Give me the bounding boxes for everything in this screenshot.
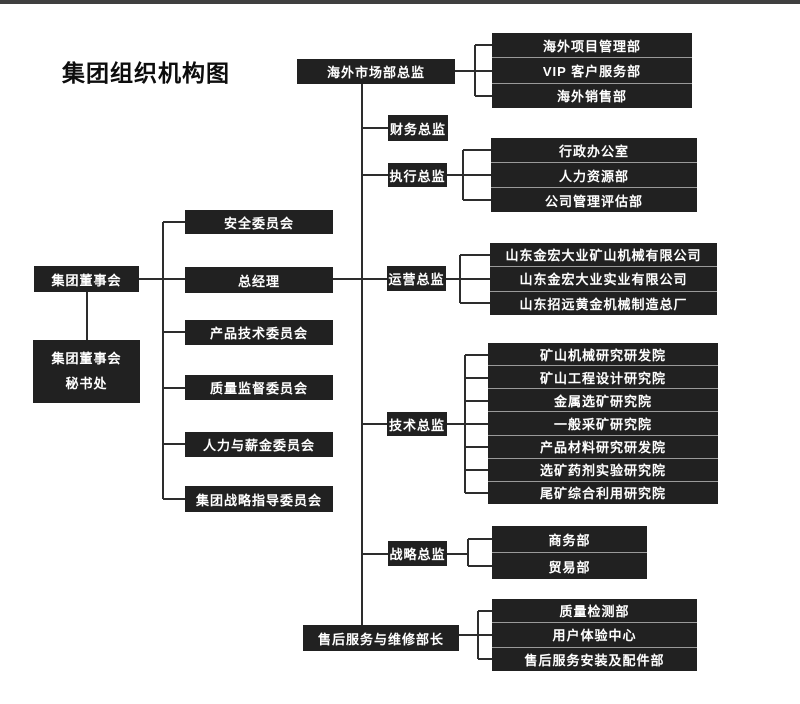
box-reagent-lab-institute: 选矿药剂实验研究院 xyxy=(488,457,718,481)
secretariat-line2: 秘书处 xyxy=(65,375,108,391)
box-after-sales-director: 售后服务与维修部长 xyxy=(303,625,459,651)
box-mining-machinery-company: 山东金宏大业矿山机械有限公司 xyxy=(505,248,702,264)
box-gold-machinery-factory: 山东招远黄金机械制造总厂 xyxy=(490,290,717,315)
top-border-line xyxy=(0,0,800,4)
box-commerce-dept: 商务部 xyxy=(548,532,591,548)
box-overseas-market-director: 海外市场部总监 xyxy=(297,59,455,84)
box-finance-director: 财务总监 xyxy=(388,115,448,141)
box-strategy-guidance-committee: 集团战略指导委员会 xyxy=(185,486,333,512)
box-technology-director: 技术总监 xyxy=(387,412,447,436)
box-safety-committee: 安全委员会 xyxy=(185,210,333,234)
group-after-sales-departments: 质量检测部 用户体验中心 售后服务安装及配件部 xyxy=(492,599,697,671)
box-overseas-project-dept: 海外项目管理部 xyxy=(542,38,641,54)
box-product-tech-committee: 产品技术委员会 xyxy=(185,320,333,345)
box-metal-beneficiation-institute: 金属选矿研究院 xyxy=(488,388,718,411)
box-vip-service-dept: VIP 客户服务部 xyxy=(492,57,692,82)
box-trade-dept: 贸易部 xyxy=(492,552,647,579)
box-hr-dept: 人力资源部 xyxy=(491,162,697,187)
group-strategy-departments: 商务部 贸易部 xyxy=(492,526,647,579)
group-overseas-departments: 海外项目管理部 VIP 客户服务部 海外销售部 xyxy=(492,33,692,108)
box-installation-parts-dept: 售后服务安装及配件部 xyxy=(492,646,697,671)
box-overseas-sales-dept: 海外销售部 xyxy=(492,82,692,108)
secretariat-line1: 集团董事会 xyxy=(51,350,122,366)
group-operations-companies: 山东金宏大业矿山机械有限公司 山东金宏大业实业有限公司 山东招远黄金机械制造总厂 xyxy=(490,243,717,315)
box-general-manager: 总经理 xyxy=(185,267,333,293)
chart-title: 集团组织机构图 xyxy=(62,60,230,86)
box-group-board: 集团董事会 xyxy=(34,266,139,292)
box-product-materials-institute: 产品材料研究研发院 xyxy=(488,434,718,458)
box-admin-office: 行政办公室 xyxy=(558,143,629,159)
box-executive-director: 执行总监 xyxy=(388,163,447,187)
box-operations-director: 运营总监 xyxy=(387,266,446,291)
group-executive-departments: 行政办公室 人力资源部 公司管理评估部 xyxy=(491,138,697,212)
box-mining-engineering-institute: 矿山工程设计研究院 xyxy=(488,365,718,388)
group-technology-institutes: 矿山机械研究研发院 矿山工程设计研究院 金属选矿研究院 一般采矿研究院 产品材料… xyxy=(488,343,718,504)
box-mining-machinery-institute: 矿山机械研究研发院 xyxy=(539,347,666,363)
box-industrial-company: 山东金宏大业实业有限公司 xyxy=(490,266,717,290)
box-management-evaluation-dept: 公司管理评估部 xyxy=(491,187,697,212)
box-strategy-director: 战略总监 xyxy=(388,541,447,566)
box-board-secretariat: 集团董事会 秘书处 xyxy=(33,340,140,403)
box-user-experience-center: 用户体验中心 xyxy=(492,622,697,646)
box-hr-salary-committee: 人力与薪金委员会 xyxy=(185,432,333,457)
box-general-mining-institute: 一般采矿研究院 xyxy=(488,411,718,434)
box-tailings-utilization-institute: 尾矿综合利用研究院 xyxy=(488,480,718,504)
box-quality-supervision-committee: 质量监督委员会 xyxy=(185,375,333,400)
box-quality-inspection-dept: 质量检测部 xyxy=(559,604,630,620)
